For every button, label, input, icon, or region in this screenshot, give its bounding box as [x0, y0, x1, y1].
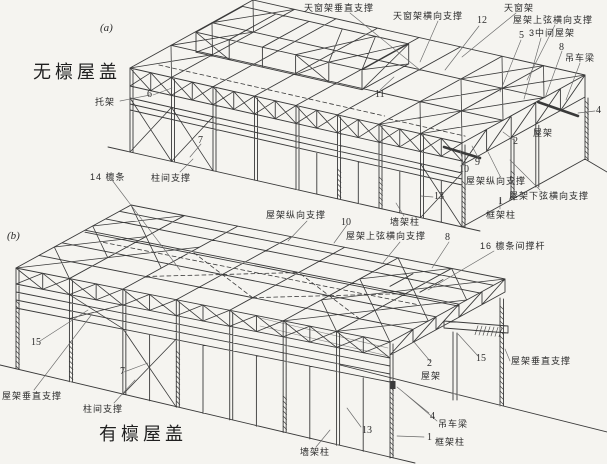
label-a-skylight-transverse-bracing: 天窗架横向支撑: [393, 11, 464, 21]
label-b-wall-column: 墙架柱: [300, 447, 331, 457]
label-b-15-right: 15: [476, 353, 486, 364]
label-b-13: 13: [362, 425, 372, 436]
diagram-b-tag: (b): [7, 230, 20, 242]
label-b-vertical-bracing-right: 屋架垂直支撑: [511, 356, 572, 366]
label-a-14-purlin: 14 檩条: [90, 172, 126, 182]
label-b-1: 1: [427, 432, 432, 443]
label-b-2: 2: [427, 358, 432, 369]
label-b-upper-chord-transverse-bracing: 屋架上弦横向支撑: [346, 231, 427, 241]
diagram-a-title: 无檩屋盖: [33, 62, 121, 82]
label-a-lower-chord-transverse-bracing: 屋架下弦横向支撑: [509, 191, 590, 201]
building-a-line-art: [107, 0, 607, 232]
label-a-9: 9: [475, 157, 480, 168]
label-a-skylight-vertical-bracing: 天窗架垂直支撑: [304, 3, 375, 13]
label-a-bracket-truss: 托架: [95, 97, 116, 107]
label-b-crane-beam: 吊车梁: [438, 419, 469, 429]
label-a-4: 4: [596, 105, 601, 116]
label-b-roof-truss: 屋架: [421, 371, 442, 381]
crane-beam-bracket: [390, 381, 396, 389]
label-a-upper-chord-transverse-bracing: 屋架上弦横向支撑: [513, 15, 594, 25]
label-a-5: 5: [519, 30, 524, 41]
building-b-line-art: [0, 204, 607, 464]
label-a-wall-column: 墙架柱: [390, 217, 421, 227]
label-b-longitudinal-bracing: 屋架纵向支撑: [266, 210, 327, 220]
diagram-b-title: 有檩屋盖: [99, 424, 187, 444]
label-a-3-mid-truss: 3中间屋架: [529, 28, 576, 38]
label-a-12: 12: [477, 15, 487, 26]
label-a-10: 10: [459, 164, 469, 175]
label-a-6: 6: [147, 89, 152, 100]
label-a-column-bracing: 柱间支撑: [151, 173, 192, 183]
label-a-longitudinal-bracing: 屋架纵向支撑: [466, 176, 527, 186]
leader-lines: [33, 12, 596, 448]
diagram-a-tag: (a): [100, 22, 113, 34]
label-a-11: 11: [375, 89, 385, 100]
label-b-4: 4: [430, 411, 435, 422]
label-a-1: 1: [498, 196, 503, 207]
label-a-frame-column: 框架柱: [486, 210, 517, 220]
label-a-crane-beam: 吊车梁: [565, 53, 596, 63]
label-b-15-left: 15: [31, 337, 41, 348]
label-a-roof-truss: 屋架: [533, 128, 554, 138]
label-b-column-bracing: 柱间支撑: [83, 404, 124, 414]
label-a-13: 13: [434, 191, 444, 202]
label-b-7: 7: [120, 366, 125, 377]
label-b-10: 10: [341, 217, 351, 228]
label-b-16-purlin-strut: 16 檩条间撑杆: [480, 241, 546, 251]
label-a-8: 8: [559, 42, 564, 53]
label-b-frame-column: 框架柱: [435, 437, 466, 447]
label-a-2: 2: [513, 136, 518, 147]
label-a-skylight-frame: 天窗架: [504, 3, 535, 13]
label-b-vertical-bracing-left: 屋架垂直支撑: [2, 391, 63, 401]
label-b-8: 8: [445, 232, 450, 243]
label-a-7: 7: [198, 135, 203, 146]
